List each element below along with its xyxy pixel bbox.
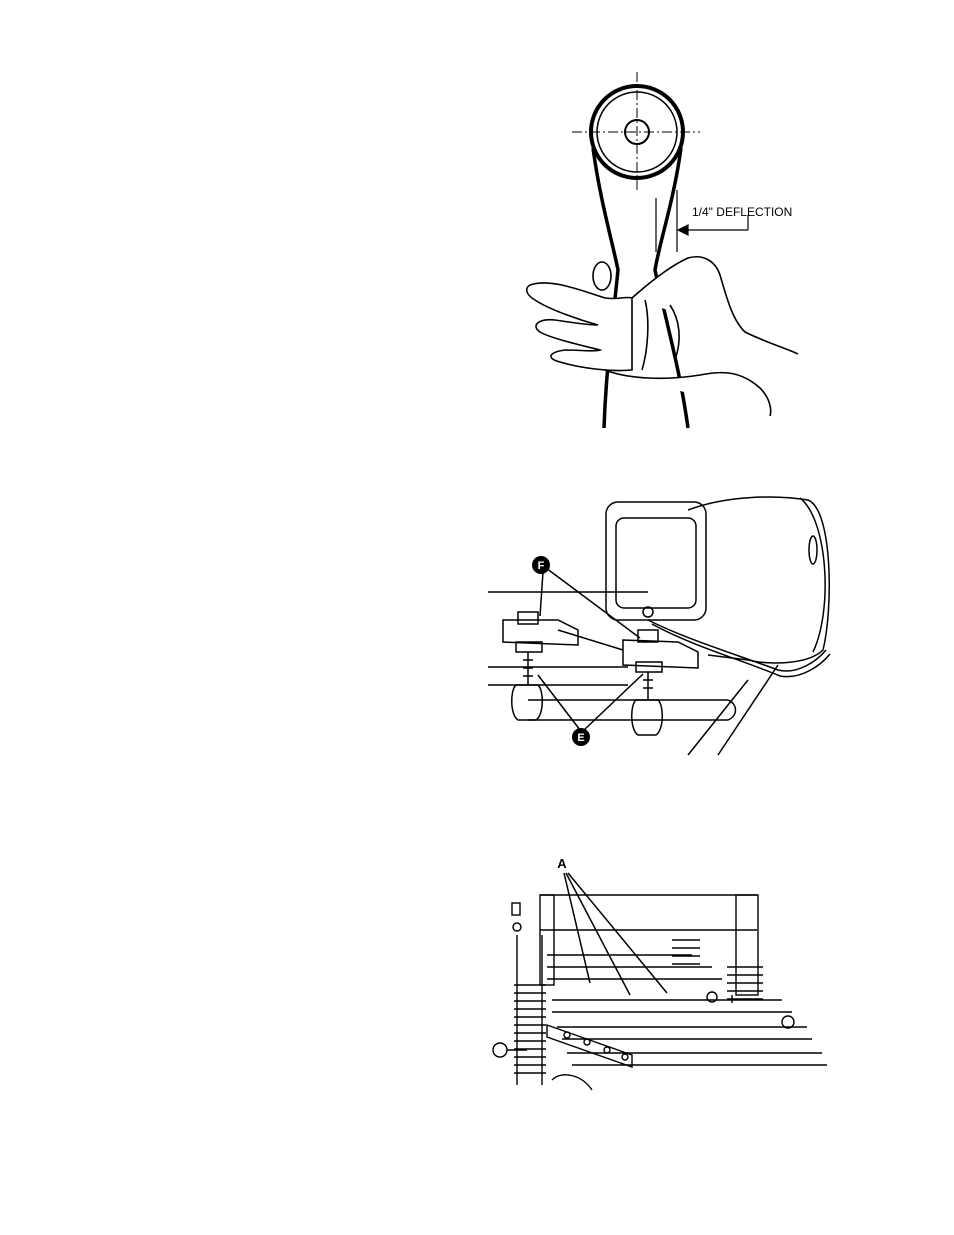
side-rail [547,1025,632,1067]
label-e-badge: E [572,728,590,746]
roller-table-figure: A [492,855,837,1095]
junction-box [606,502,706,620]
roller-table-illustration: A [492,855,837,1095]
leader-lines-a [564,873,667,995]
knob-right [782,1016,794,1028]
label-f-badge: F [532,556,550,574]
deflection-callout: 1/4" DEFLECTION [692,205,792,219]
left-adjust-bolt [512,612,543,720]
svg-text:E: E [577,732,584,744]
motor-mount-illustration: F E [488,490,833,755]
svg-text:F: F [538,560,545,572]
right-spring [672,940,763,1003]
rollers [547,955,827,1065]
motor-mount-figure: F E [488,490,833,755]
pulley [572,72,700,190]
knob-left [493,1043,527,1057]
hand [527,257,798,416]
left-spring [514,935,546,1085]
label-a: A [557,856,567,871]
belt-deflection-figure: 1/4" DEFLECTION [520,70,820,430]
belt-deflection-illustration: 1/4" DEFLECTION [520,70,820,430]
right-bracket [623,640,698,668]
motor-housing [688,497,829,663]
